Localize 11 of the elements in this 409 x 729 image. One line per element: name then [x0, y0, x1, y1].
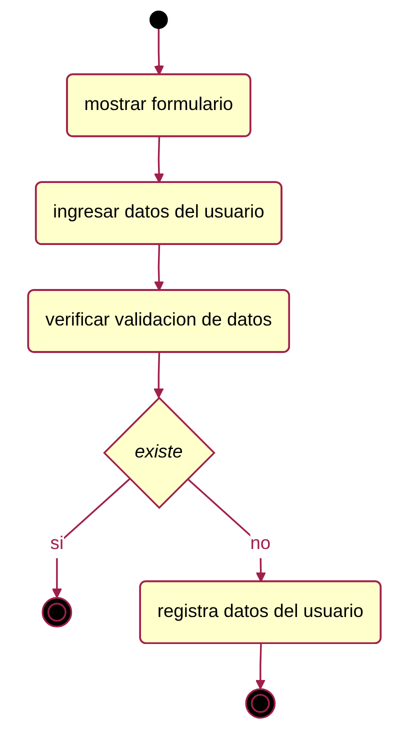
arrow [154, 352, 164, 398]
edge-label: si [50, 534, 64, 554]
arrow [154, 244, 164, 292]
arrow [255, 644, 266, 690]
arrow [154, 28, 164, 76]
node-diamond: existe [103, 396, 216, 510]
node-circle [150, 10, 168, 29]
node-circle [42, 597, 72, 628]
edge-label: no [250, 534, 271, 554]
node-circle [245, 688, 276, 719]
arrow [154, 136, 164, 184]
